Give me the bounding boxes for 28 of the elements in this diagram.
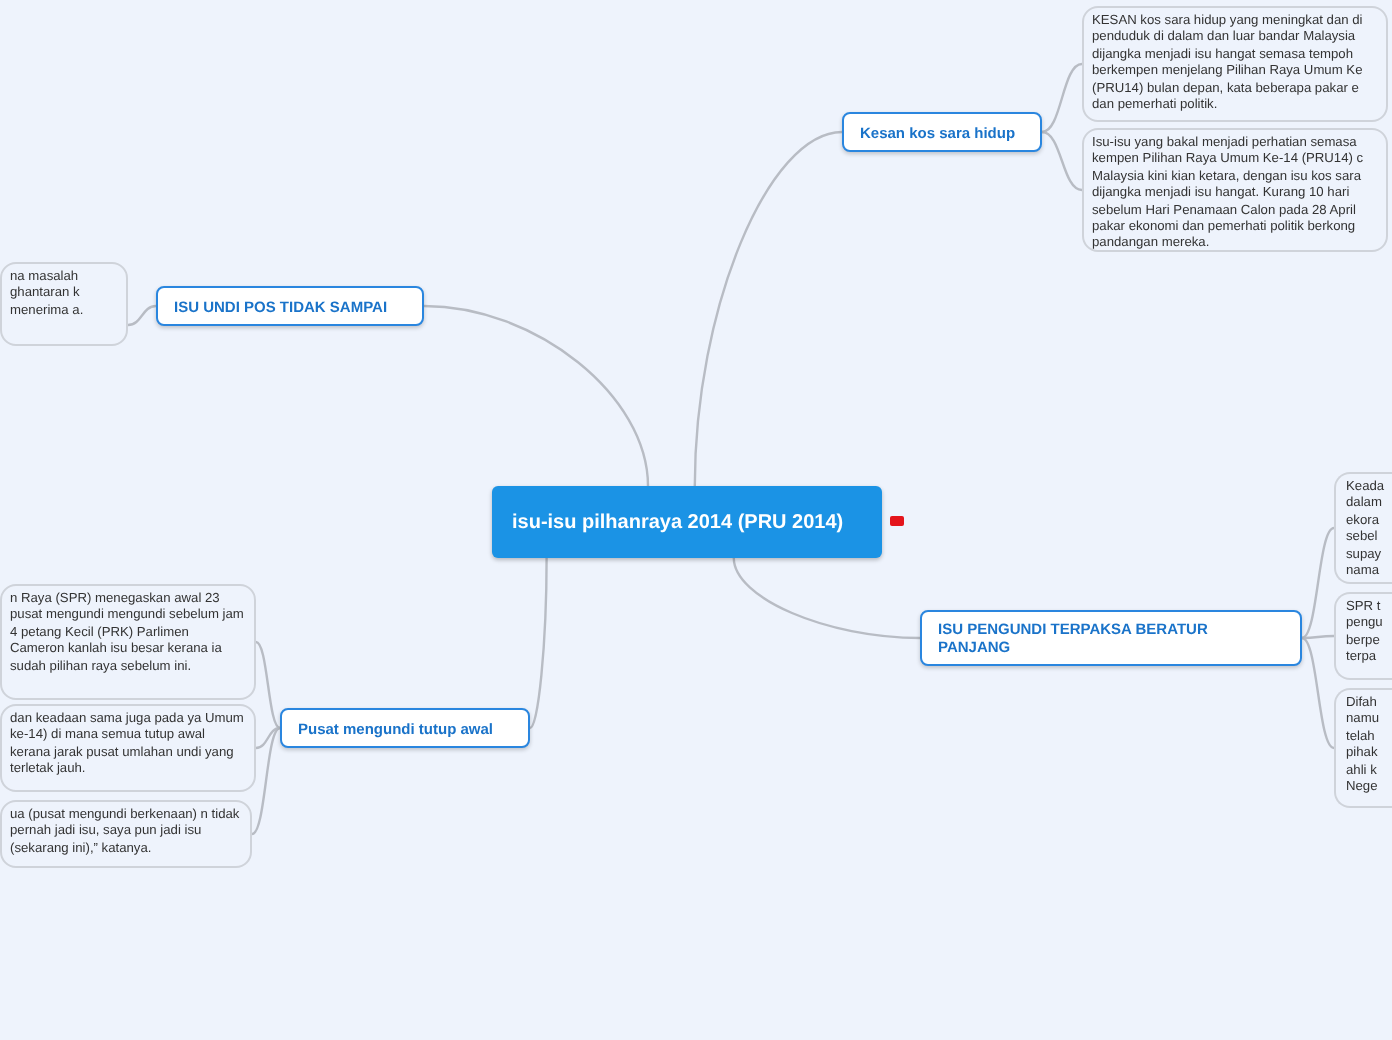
connector-line	[1302, 634, 1334, 640]
note-box	[1334, 592, 1392, 680]
topic-box	[842, 112, 1042, 152]
connector-line	[693, 130, 843, 487]
connector-line	[1041, 62, 1083, 134]
topic-box	[920, 610, 1302, 666]
topic-title: isu-isu pilhanraya 2014 (PRU 2014)	[512, 509, 844, 535]
note-box	[1082, 6, 1388, 122]
connector-line	[255, 726, 281, 750]
topic-box	[156, 286, 424, 326]
note-box	[1082, 128, 1388, 252]
connector-line	[1041, 130, 1083, 192]
note-box	[0, 800, 252, 868]
connector-line	[1301, 526, 1335, 640]
connector-line	[127, 304, 157, 327]
connector-line	[255, 640, 281, 730]
connector-line	[1301, 636, 1335, 750]
note-box	[0, 584, 256, 700]
connector-line	[423, 304, 650, 487]
connector-line	[732, 557, 921, 640]
note-box	[1334, 472, 1392, 584]
connector-line	[251, 727, 281, 835]
note-box	[1334, 688, 1392, 808]
note-box	[0, 704, 256, 792]
topic-box	[280, 708, 530, 748]
connector-line	[529, 558, 548, 729]
central-topic-box	[492, 486, 882, 558]
note-box	[0, 262, 128, 346]
